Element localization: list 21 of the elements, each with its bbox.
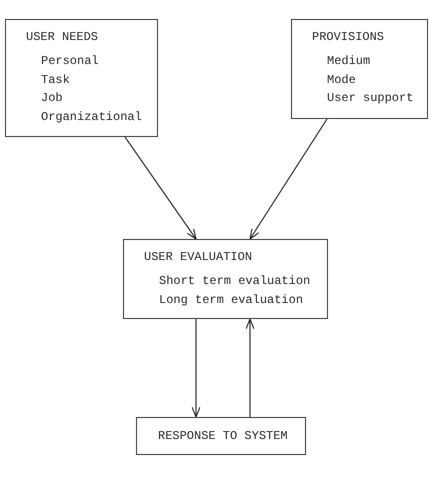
list-item: Personal (41, 53, 99, 70)
process-box (291, 19, 428, 119)
list-item: Job (41, 90, 63, 107)
arrow (124, 136, 197, 240)
box-heading: PROVISIONS (312, 29, 384, 46)
box-heading: USER NEEDS (26, 29, 98, 46)
arrow (245, 318, 255, 417)
list-item: Long term evaluation (159, 292, 304, 308)
list-item: Organizational (41, 108, 142, 126)
list-item: Medium (327, 53, 370, 70)
list-item: Mode (327, 72, 356, 88)
list-item: User support (327, 90, 414, 107)
process-box (5, 19, 158, 137)
arrow (249, 118, 328, 240)
process-box (123, 239, 328, 319)
box-heading: USER EVALUATION (144, 249, 252, 266)
list-item: Task (41, 72, 70, 88)
process-box (136, 417, 306, 455)
box-label: RESPONSE TO SYSTEM (158, 428, 288, 445)
list-item: Short term evaluation (159, 273, 310, 290)
arrow (191, 319, 201, 418)
